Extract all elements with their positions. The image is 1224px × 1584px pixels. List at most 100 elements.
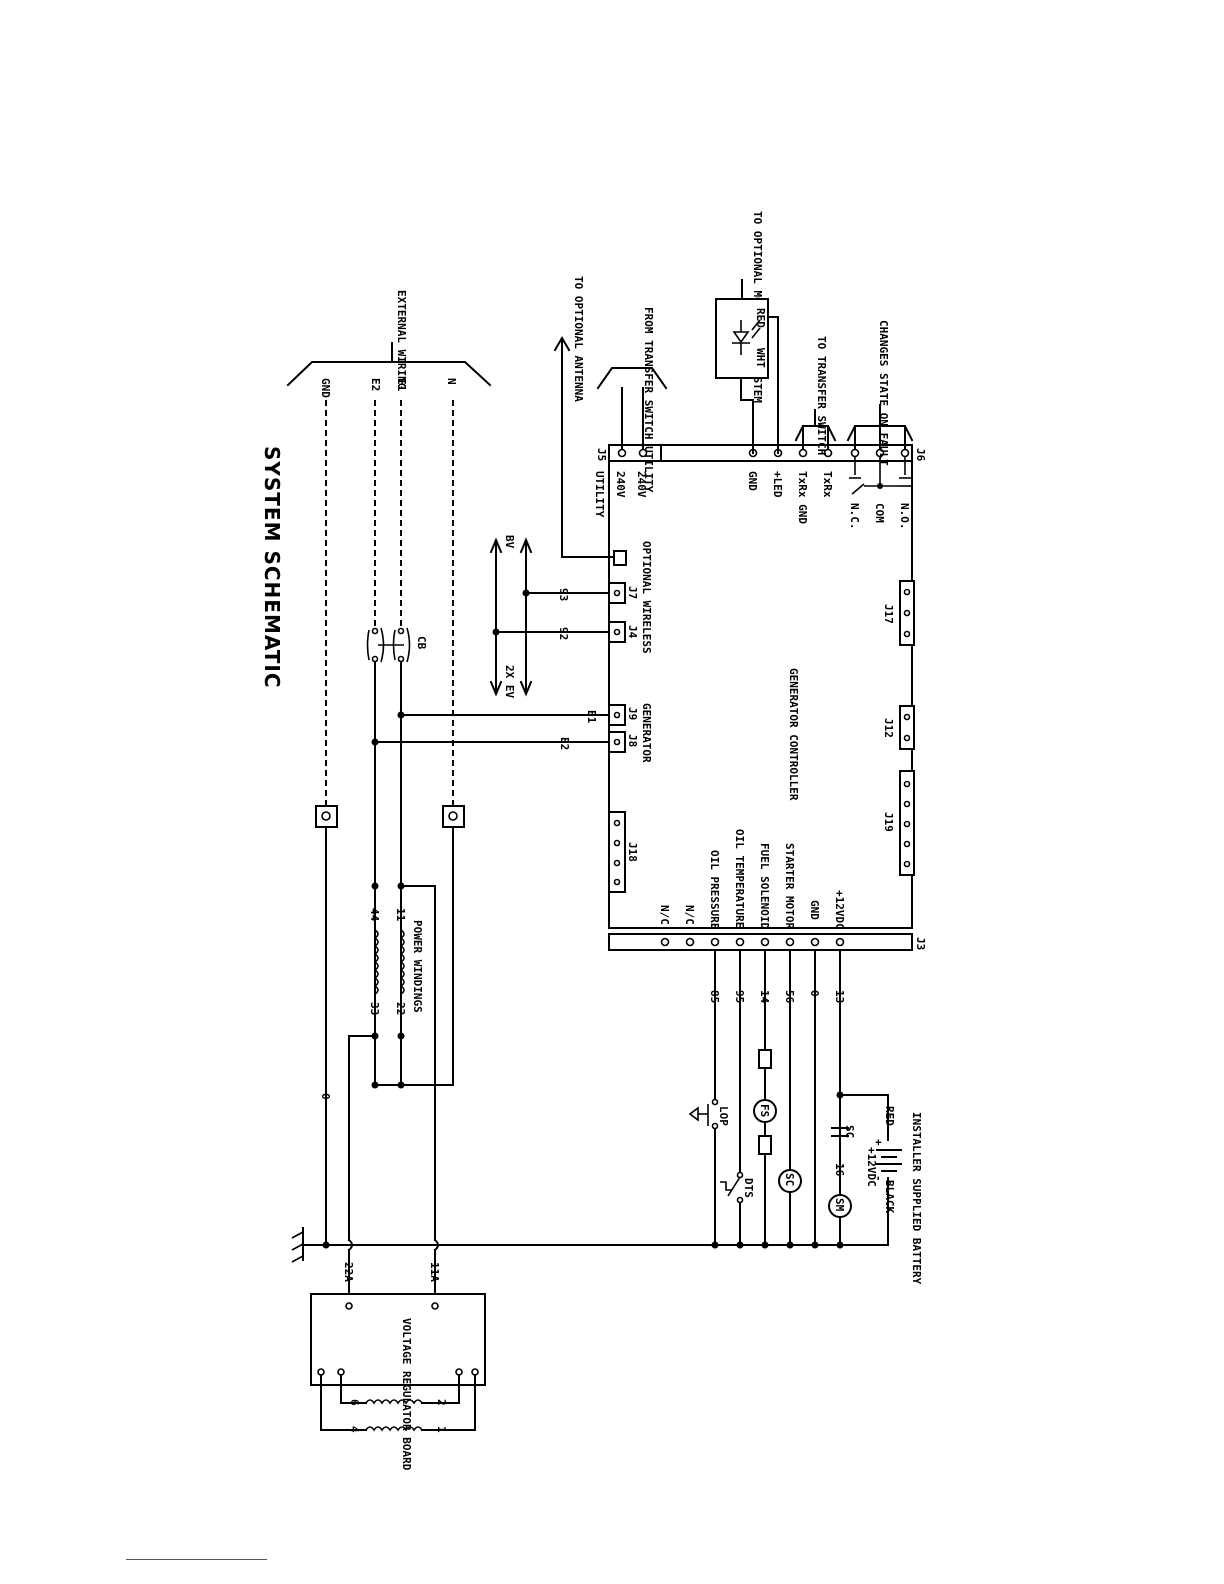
ext-wire-gnd-label: GND	[319, 378, 332, 398]
svg-text:EXTERNAL WIRING: EXTERNAL WIRING	[395, 290, 408, 390]
pw-wire-33: 33	[368, 1002, 381, 1015]
j6-connector-strip	[660, 444, 913, 462]
led-wht-wire	[740, 377, 754, 454]
vr-winding-6-2	[340, 1374, 367, 1404]
j6-pin-gnd: GND	[746, 471, 759, 491]
j6-pin-led: +LED	[771, 471, 784, 498]
wire-14-label: 14	[758, 990, 771, 1004]
j3-pin-gnd: GND	[808, 900, 821, 920]
battery-title: INSTALLER SUPPLIED BATTERY	[910, 1112, 923, 1285]
ext-wire-n-label: N	[445, 378, 458, 385]
lop-label: LOP	[717, 1106, 730, 1126]
cb-label: CB	[415, 636, 428, 650]
utility-bracket	[596, 367, 668, 390]
external-wiring-bracket	[286, 361, 492, 387]
j4-label: J4	[626, 625, 639, 639]
wire-93-label: 93	[557, 588, 570, 601]
e1-label: E1	[585, 710, 598, 724]
battery-icon	[876, 1149, 902, 1172]
wire-0-label: 0	[319, 1093, 332, 1100]
bv-label: BV	[503, 535, 516, 549]
ext-wire-e1-label: E1	[395, 378, 408, 392]
schematic-title: SYSTEM SCHEMATIC	[260, 446, 284, 689]
fuse-1	[758, 1049, 772, 1069]
wire-13-label: 13	[833, 990, 846, 1003]
generator-controller-label: GENERATOR CONTROLLER	[787, 668, 800, 801]
vr-wire-11a: 11A	[428, 1262, 441, 1282]
j3-pin-starter-motor: STARTER MOTOR	[783, 843, 796, 929]
lop-switch-icon[interactable]	[688, 1098, 719, 1130]
led-red-wire	[767, 316, 779, 454]
j3-connector-strip	[608, 933, 913, 951]
j6-label: J6	[914, 448, 927, 462]
j9-label: J9	[626, 707, 639, 720]
vr-pin-6: 6	[348, 1399, 361, 1406]
antenna-arrow	[553, 336, 571, 352]
optional-wireless-label: OPTIONAL WIRELESS	[640, 541, 653, 654]
pw-wire-11: 11	[394, 908, 407, 922]
j12-label: J12	[882, 718, 895, 738]
svg-text:GENERATOR CONTROLLER: GENERATOR CONTROLLER	[787, 668, 800, 801]
wire-56-label: 56	[783, 990, 796, 1004]
wireless-module-icon	[613, 550, 627, 566]
ev-label: 2X EV	[503, 665, 516, 698]
fuse-2	[758, 1135, 772, 1155]
antenna-wire	[561, 339, 621, 558]
j6-pin-txrx: TxRx	[821, 471, 834, 498]
led-wht-label: WHT	[754, 348, 767, 368]
pw-wire-22: 22	[394, 1002, 407, 1015]
wire-0-gnd-label: 0	[808, 990, 821, 997]
j6-pin-com: COM	[873, 503, 886, 523]
footer-rule	[126, 1559, 267, 1560]
j8-label: J8	[626, 734, 639, 747]
vr-winding-4-1	[320, 1374, 367, 1431]
svg-text:TO TRANSFER SWITCH: TO TRANSFER SWITCH	[815, 336, 828, 455]
j7-label: J7	[626, 586, 639, 599]
j3-pins	[660, 937, 845, 947]
generator-connector-label: GENERATOR	[640, 703, 653, 763]
battery-positive-wire	[839, 1094, 889, 1141]
fuel-solenoid-component[interactable]	[753, 1099, 777, 1123]
j6-pin-txrx-gnd: TxRx GND	[796, 471, 809, 524]
battery-red-label: RED	[883, 1106, 896, 1126]
wire-22a-path	[348, 1035, 376, 1241]
dts-label: DTS	[742, 1178, 755, 1198]
external-wiring-label: EXTERNAL WIRING	[395, 290, 408, 390]
starter-contactor-component[interactable]	[778, 1169, 802, 1193]
j3-pin-nc-a: N/C	[683, 905, 696, 925]
voltage-regulator-label: VOLTAGE REGULATOR BOARD	[400, 1318, 413, 1471]
earth-ground-icon	[291, 1227, 304, 1263]
sc-contact-label: SC	[843, 1125, 856, 1138]
j5-utility-label: UTILITY	[593, 471, 606, 518]
dts-switch-icon[interactable]	[720, 1171, 744, 1204]
battery-voltage: +12VDC	[865, 1147, 878, 1187]
wire-16-label: 16	[833, 1163, 846, 1177]
j5-pin-240v-a: 240V	[635, 471, 648, 498]
vr-pin-2: 2	[435, 1399, 448, 1406]
wire-11a-path	[400, 885, 436, 1241]
vr-pin-4: 4	[348, 1426, 361, 1433]
to-optional-antenna-label: TO OPTIONAL ANTENNA	[572, 276, 585, 402]
power-windings-coil	[373, 929, 405, 995]
wire-92-label: 92	[557, 627, 570, 640]
ext-wire-e2-label: E2	[369, 378, 382, 391]
power-windings-label: POWER WINDINGS	[411, 920, 424, 1013]
vr-pin-1: 1	[435, 1426, 448, 1433]
from-transfer-switch-label: FROM TRANSFER SWITCH UTILITY	[642, 307, 655, 493]
j6-pin-nc: N.C.	[848, 503, 861, 530]
svg-text:TO OPTIONAL ANTENNA: TO OPTIONAL ANTENNA	[572, 276, 585, 402]
wire-85-label: 85	[708, 990, 721, 1003]
battery-plus: +	[872, 1139, 885, 1146]
to-transfer-switch-label: TO TRANSFER SWITCH	[815, 336, 828, 455]
j3-pin-nc-b: N/C	[658, 905, 671, 925]
j3-label: J3	[914, 937, 927, 950]
j19-label: J19	[882, 812, 895, 832]
j17-label: J17	[882, 604, 895, 624]
j18-label: J18	[626, 842, 639, 862]
changes-state-label: CHANGES STATE ON FAULT	[877, 320, 890, 466]
starter-motor-component[interactable]	[828, 1194, 852, 1218]
j3-pin-oil-pressure: OIL PRESSURE	[708, 850, 721, 929]
e2-label: E2	[558, 737, 571, 750]
